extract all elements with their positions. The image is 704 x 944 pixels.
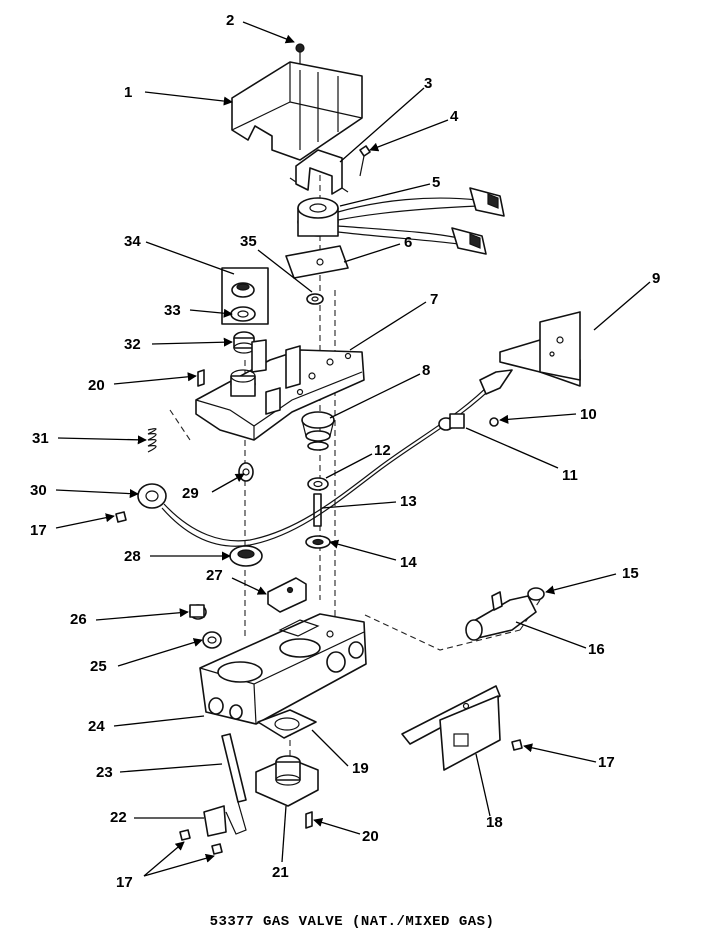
callout-5: 5 — [432, 174, 440, 191]
callout-labels: 1 2 3 4 5 6 7 8 9 10 11 12 13 14 15 16 1… — [30, 12, 660, 891]
leader-lines — [55, 21, 651, 877]
part-washer-12 — [307, 477, 329, 491]
part-washer-35 — [306, 293, 324, 305]
part-screw-17c — [511, 739, 523, 751]
part-rod — [221, 733, 247, 835]
part-gasket-19 — [257, 709, 317, 739]
callout-6: 6 — [404, 234, 412, 251]
part-screw-10 — [489, 417, 499, 427]
callout-24: 24 — [88, 718, 105, 735]
callout-19: 19 — [352, 760, 369, 777]
callout-21: 21 — [272, 864, 289, 881]
callout-2: 2 — [226, 12, 234, 29]
part-mount-bracket — [499, 311, 581, 387]
part-fitting-11 — [438, 413, 465, 431]
part-diaphragm — [301, 411, 335, 451]
part-spring — [147, 428, 157, 453]
callout-7: 7 — [430, 291, 438, 308]
callout-26: 26 — [70, 611, 87, 628]
callout-13: 13 — [400, 493, 417, 510]
callout-10: 10 — [580, 406, 597, 423]
part-seat — [305, 535, 331, 549]
part-kit-box — [221, 267, 269, 325]
callout-14: 14 — [400, 554, 417, 571]
part-valve-16 — [465, 591, 537, 641]
part-cap-32 — [233, 331, 255, 354]
part-pilot — [255, 755, 319, 807]
callout-20a: 20 — [88, 377, 105, 394]
part-cover — [231, 61, 363, 161]
part-solenoid-coil — [297, 187, 505, 255]
part-screw-17a — [115, 511, 127, 523]
part-screw-top — [295, 43, 305, 64]
callout-1: 1 — [124, 84, 132, 101]
callout-11: 11 — [562, 467, 578, 484]
callout-34: 34 — [124, 233, 141, 250]
callout-30: 30 — [30, 482, 47, 499]
part-pin-20-top — [197, 369, 205, 387]
callout-9: 9 — [652, 270, 660, 287]
callout-8: 8 — [422, 362, 430, 379]
callout-27: 27 — [206, 567, 223, 584]
callout-23: 23 — [96, 764, 113, 781]
part-stem — [313, 493, 322, 527]
callout-4: 4 — [450, 108, 459, 125]
part-gasket-plate — [285, 245, 349, 279]
part-ring-28 — [229, 545, 263, 567]
part-fitting-25 — [202, 631, 222, 649]
part-regulator-body — [195, 339, 365, 441]
callout-20b: 20 — [362, 828, 379, 845]
part-valve-body — [199, 613, 367, 725]
callout-18: 18 — [486, 814, 503, 831]
callout-29: 29 — [182, 485, 199, 502]
part-fitting-29 — [238, 462, 254, 482]
callout-25: 25 — [90, 658, 107, 675]
part-nut-15 — [527, 587, 545, 601]
diagram-caption: 53377 GAS VALVE (NAT./MIXED GAS) — [209, 914, 495, 930]
callout-15: 15 — [622, 565, 639, 582]
part-fitting-26 — [189, 604, 207, 620]
part-screw-4 — [359, 145, 371, 177]
callout-22: 22 — [110, 809, 127, 826]
part-pilot-tip — [479, 369, 513, 395]
callout-31: 31 — [32, 430, 49, 447]
part-plate-18 — [401, 685, 501, 771]
part-clip — [203, 805, 227, 837]
callout-28: 28 — [124, 548, 141, 565]
callout-12: 12 — [374, 442, 391, 459]
part-pin-20-bottom — [305, 811, 313, 829]
callout-17b: 17 — [598, 754, 615, 771]
part-screws-17b — [179, 829, 223, 855]
part-bracket — [289, 149, 349, 195]
callout-17a: 17 — [30, 522, 47, 539]
callout-35: 35 — [240, 233, 257, 250]
callout-17c: 17 — [116, 874, 133, 891]
callout-32: 32 — [124, 336, 141, 353]
callout-3: 3 — [424, 75, 432, 92]
part-block-27 — [267, 577, 307, 613]
callout-33: 33 — [164, 302, 181, 319]
callout-16: 16 — [588, 641, 605, 658]
